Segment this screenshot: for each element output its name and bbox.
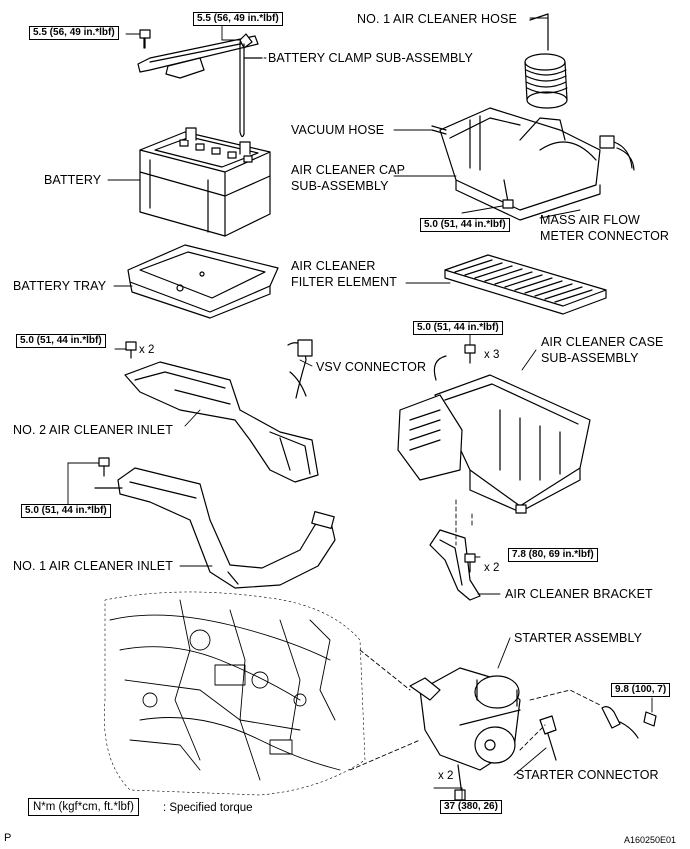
torque-inlet1: 5.0 (51, 44 in.*lbf): [21, 504, 111, 518]
no2-inlet-drawing: [124, 339, 319, 483]
torque-case: 5.0 (51, 44 in.*lbf): [413, 321, 503, 335]
label-starter-connector: STARTER CONNECTOR: [516, 768, 659, 782]
torque-inlet2: 5.0 (51, 44 in.*lbf): [16, 334, 106, 348]
label-air-cleaner-cap-line2: SUB-ASSEMBLY: [291, 179, 389, 193]
label-bracket: AIR CLEANER BRACKET: [505, 587, 653, 601]
label-case-line2: SUB-ASSEMBLY: [541, 351, 639, 365]
battery-tray-drawing: [127, 244, 279, 319]
leader-lines: [107, 17, 581, 776]
label-no1-air-cleaner-hose: NO. 1 AIR CLEANER HOSE: [357, 12, 517, 26]
battery-clamp-drawing: [137, 31, 263, 138]
reference-lines: [349, 499, 601, 771]
label-no2-inlet: NO. 2 AIR CLEANER INLET: [13, 423, 173, 437]
torque-cap: 5.0 (51, 44 in.*lbf): [420, 218, 510, 232]
corner-mark-left: P: [4, 832, 12, 844]
torque-connectors: [67, 25, 653, 801]
bolt-icons: [98, 29, 514, 573]
label-maf-line1: MASS AIR FLOW: [540, 213, 640, 227]
label-battery-tray: BATTERY TRAY: [13, 279, 107, 293]
qty-starter-bolts: x 2: [438, 770, 454, 782]
bracket-drawing: [429, 529, 481, 601]
label-air-cleaner-cap-line1: AIR CLEANER CAP: [291, 163, 406, 177]
battery-drawing: [139, 127, 271, 237]
air-cleaner-case-drawing: [397, 355, 591, 514]
starter-drawing: [409, 667, 657, 801]
torque-bracket: 7.8 (80, 69 in.*lbf): [508, 548, 598, 562]
label-battery: BATTERY: [44, 173, 102, 187]
qty-inlet2-bolts: x 2: [139, 344, 155, 356]
torque-starter-terminal: 9.8 (100, 7): [611, 683, 671, 697]
legend-torque-text: : Specified torque: [163, 802, 253, 814]
filter-element-drawing: [444, 254, 607, 315]
label-battery-clamp: BATTERY CLAMP SUB-ASSEMBLY: [268, 51, 473, 65]
air-cleaner-cap-drawing: [431, 107, 635, 221]
air-cleaner-hose-drawing: [524, 13, 568, 109]
no1-inlet-drawing: [94, 467, 336, 589]
label-vsv-connector: VSV CONNECTOR: [316, 360, 427, 374]
legend-torque-box: N*m (kgf*cm, ft.*lbf): [28, 798, 139, 816]
label-maf-line2: METER CONNECTOR: [540, 229, 670, 243]
label-filter-line1: AIR CLEANER: [291, 259, 376, 273]
label-vacuum-hose: VACUUM HOSE: [291, 123, 385, 137]
label-case-line1: AIR CLEANER CASE: [541, 335, 664, 349]
qty-case-bolts: x 3: [484, 349, 500, 361]
torque-starter-bolts: 37 (380, 26): [440, 800, 502, 814]
engine-bay-drawing: [104, 591, 366, 796]
figure-code: A160250E01: [624, 835, 677, 845]
torque-clamp-right: 5.5 (56, 49 in.*lbf): [193, 12, 283, 26]
torque-clamp-left: 5.5 (56, 49 in.*lbf): [29, 26, 119, 40]
label-filter-line2: FILTER ELEMENT: [291, 275, 398, 289]
label-no1-inlet: NO. 1 AIR CLEANER INLET: [13, 559, 173, 573]
label-starter-assembly: STARTER ASSEMBLY: [514, 631, 643, 645]
qty-bracket-bolts: x 2: [484, 562, 500, 574]
